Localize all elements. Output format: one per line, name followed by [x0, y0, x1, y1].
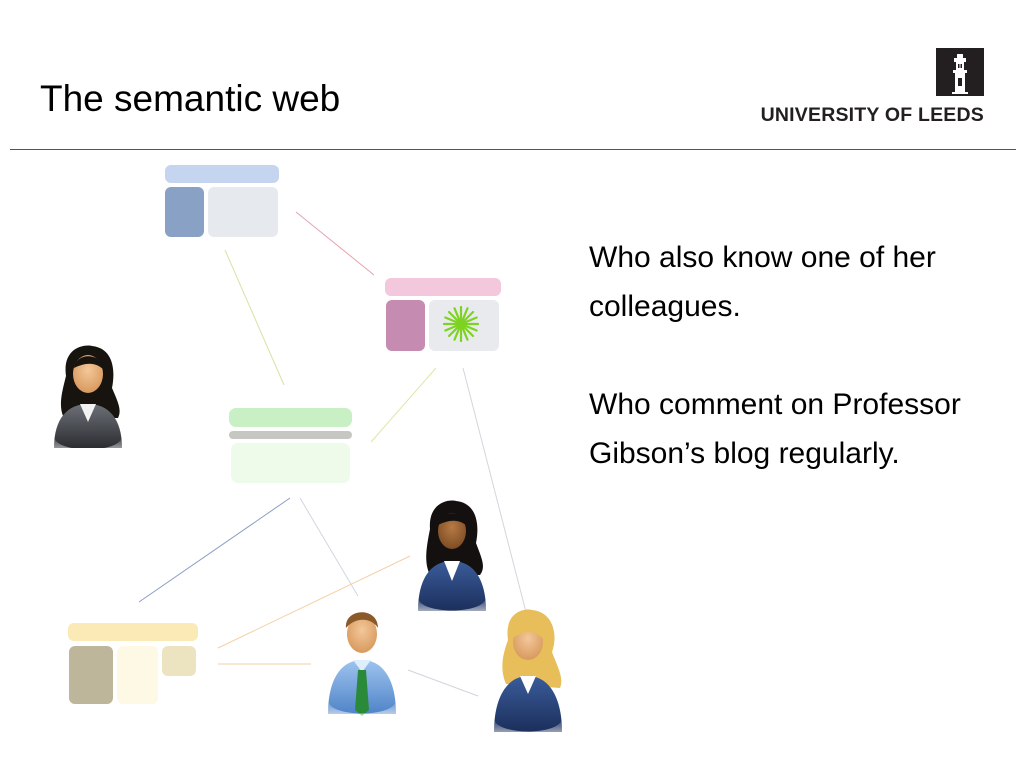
- university-crest-icon: [936, 48, 984, 96]
- link-line: [217, 555, 411, 649]
- page-title: The semantic web: [40, 78, 341, 119]
- web-page-node-yellow: [68, 623, 198, 704]
- link-line: [299, 497, 359, 597]
- university-wordmark: UNIVERSITY OF LEEDS: [760, 104, 984, 126]
- connection-lines: [138, 211, 528, 697]
- web-page-node-green: [229, 408, 352, 483]
- link-line: [370, 367, 437, 443]
- semantic-web-diagram: [54, 165, 562, 740]
- slide-body: Who also know one of her colleagues. Who…: [589, 233, 989, 527]
- man-green-tie-icon: [328, 612, 396, 720]
- link-line: [224, 249, 285, 386]
- woman-dark-hair-icon: [418, 500, 486, 617]
- paragraph-blog: Who comment on Professor Gibson’s blog r…: [589, 388, 961, 470]
- header-divider: [10, 149, 1016, 150]
- web-page-node-blue: [165, 165, 279, 237]
- woman-blonde-icon: [494, 609, 562, 740]
- paragraph-colleagues: Who also know one of her colleagues.: [589, 241, 936, 323]
- green-starburst-icon: [442, 305, 480, 343]
- link-line: [407, 669, 479, 697]
- link-line: [295, 211, 375, 276]
- link-line: [138, 497, 291, 603]
- university-logo: UNIVERSITY OF LEEDS: [726, 48, 986, 128]
- web-page-node-pink: [385, 278, 501, 351]
- woman-grey-jacket-icon: [54, 345, 122, 456]
- link-line: [462, 367, 528, 617]
